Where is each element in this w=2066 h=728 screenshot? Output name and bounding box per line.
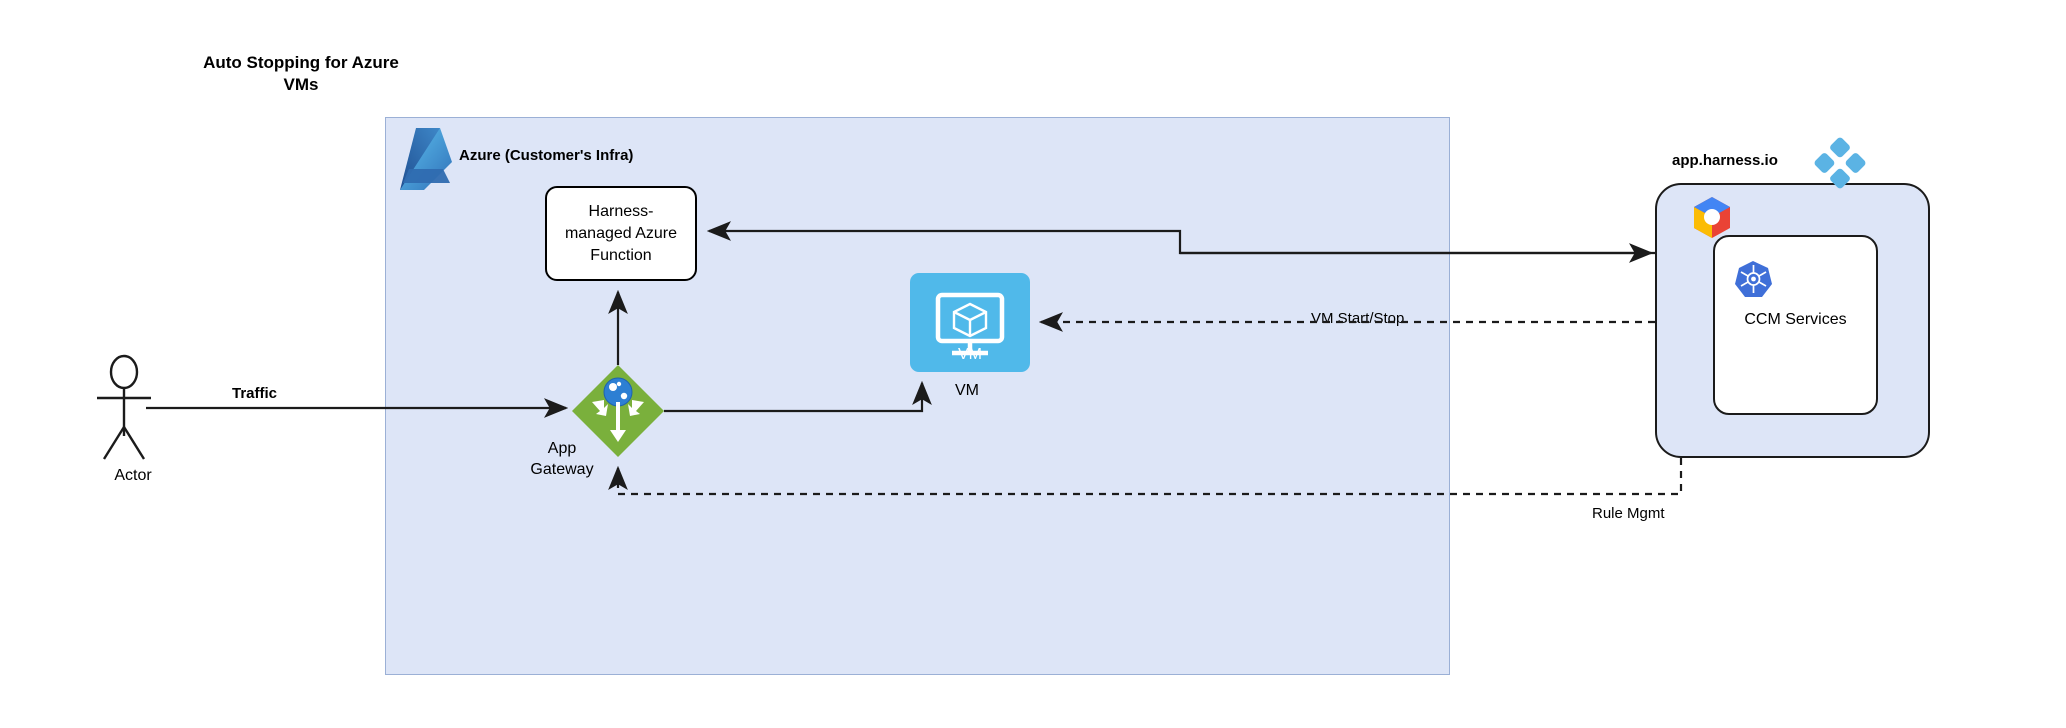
edge-label-rule-mgmt: Rule Mgmt	[1589, 505, 1668, 522]
page-title-line-2: VMs	[283, 75, 319, 94]
harness-label: app.harness.io	[1672, 152, 1778, 169]
azure-application-gateway-icon[interactable]	[572, 365, 664, 457]
edge-gateway-to-vm	[664, 380, 932, 413]
vm-cube-icon	[952, 302, 988, 338]
azure-function-label: Harness- managed Azure Function	[565, 201, 677, 267]
edge-harness-to-gateway	[608, 458, 1683, 496]
azure-function-label-line-1: Harness-	[588, 202, 654, 220]
azure-function-label-line-3: Function	[590, 246, 652, 264]
azure-logo-icon	[400, 128, 452, 190]
azure-region-label: Azure (Customer's Infra)	[459, 147, 634, 164]
page-title: Auto Stopping for Azure VMs	[178, 52, 424, 96]
actor-caption: Actor	[114, 467, 152, 484]
harness-logo-icon	[1814, 137, 1866, 189]
azure-function-label-line-2: managed Azure	[564, 224, 678, 242]
vm-caption: VM	[955, 382, 979, 399]
actor-stick-figure-icon[interactable]	[97, 354, 151, 460]
page-title-line-1: Auto Stopping for Azure	[203, 53, 399, 72]
edge-harness-to-function	[706, 221, 1655, 255]
app-gateway-caption: App Gateway	[512, 438, 612, 480]
gcp-logo-icon	[1694, 197, 1730, 238]
edge-label-traffic: Traffic	[232, 385, 278, 402]
app-gateway-caption-line-1: App	[547, 440, 577, 457]
azure-virtual-machine-icon	[935, 292, 1005, 356]
kubernetes-logo-icon	[1735, 261, 1772, 297]
azure-function-node[interactable]: Harness- managed Azure Function	[545, 186, 697, 281]
app-gateway-caption-line-2: Gateway	[530, 461, 594, 478]
ccm-services-label: CCM Services	[1744, 311, 1847, 328]
ccm-services-node[interactable]: CCM Services	[1713, 235, 1878, 415]
